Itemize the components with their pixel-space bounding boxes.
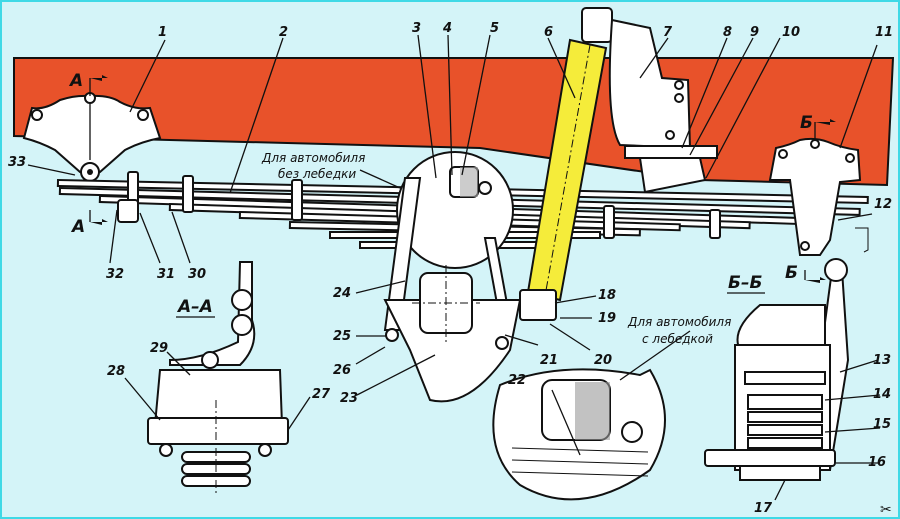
section-title-b-b: Б–Б [728, 273, 762, 293]
section-arrow-b-top [815, 119, 836, 125]
shock-bracket [608, 18, 718, 194]
section-marker-a-bottom: А [70, 217, 85, 237]
callout-19: 19 [598, 311, 616, 326]
rear-bracket [768, 137, 869, 256]
callout-2: 2 [279, 25, 288, 40]
callout-7: 7 [663, 25, 673, 40]
callout-26: 26 [333, 363, 351, 378]
section-a-a [147, 261, 289, 494]
scissors-icon: ✂ [880, 502, 892, 518]
note-without-winch-line2: без лебедки [278, 167, 356, 181]
section-arrow-a-top [90, 75, 108, 81]
callout-24: 24 [333, 286, 351, 301]
callout-17: 17 [754, 501, 773, 516]
callout-31: 31 [157, 267, 175, 282]
leader-lines [27, 34, 881, 501]
section-marker-a-top: А [68, 71, 83, 91]
callout-1: 1 [158, 25, 167, 40]
callout-25: 25 [333, 329, 351, 344]
callout-21: 21 [540, 353, 558, 368]
section-arrow-a-bottom [90, 219, 108, 225]
callout-27: 27 [312, 387, 331, 402]
callout-22: 22 [508, 373, 526, 388]
note-with-winch-line1: Для автомобиля [627, 315, 731, 329]
callout-16: 16 [868, 455, 886, 470]
callout-23: 23 [340, 391, 358, 406]
callout-33: 33 [8, 155, 26, 170]
callout-13: 13 [873, 353, 891, 368]
section-marker-b-bottom: Б [785, 263, 798, 283]
callout-3: 3 [412, 21, 421, 36]
callout-12: 12 [874, 197, 892, 212]
callout-10: 10 [782, 25, 800, 40]
note-with-winch-line2: с лебедкой [642, 332, 713, 346]
callout-32: 32 [106, 267, 124, 282]
note-without-winch-line1: Для автомобиля [261, 151, 365, 165]
callout-30: 30 [188, 267, 206, 282]
winch-detail [492, 368, 666, 501]
axle-assembly [383, 151, 522, 403]
callout-4: 4 [442, 21, 452, 36]
callout-20: 20 [594, 353, 612, 368]
front-bracket [22, 92, 162, 182]
callout-18: 18 [598, 288, 616, 303]
section-b-b [704, 258, 850, 481]
section-arrow-b-bottom [805, 277, 826, 283]
callout-14: 14 [873, 387, 891, 402]
callout-9: 9 [750, 25, 759, 40]
shock-absorber [519, 7, 613, 321]
section-title-a-a: А–А [176, 297, 213, 317]
callout-28: 28 [107, 364, 125, 379]
section-marker-b-top: Б [800, 113, 813, 133]
callout-8: 8 [723, 25, 732, 40]
callout-6: 6 [544, 25, 553, 40]
callout-29: 29 [150, 341, 168, 356]
callout-5: 5 [490, 21, 499, 36]
callout-15: 15 [873, 417, 891, 432]
callout-11: 11 [875, 25, 893, 40]
